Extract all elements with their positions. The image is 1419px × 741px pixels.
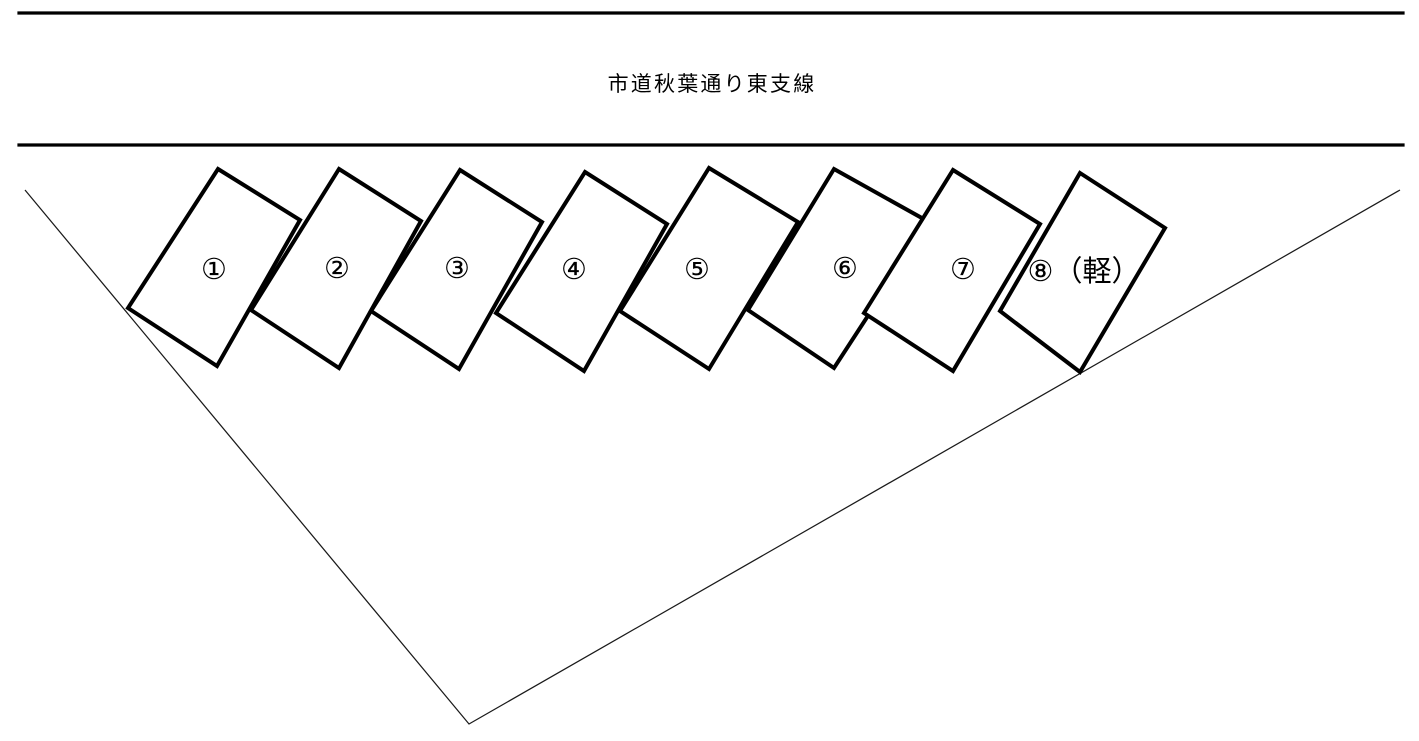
parking-stall-1[interactable] (125, 166, 303, 369)
parking-stall-5[interactable] (617, 165, 801, 372)
stall-label-8: ⑧（軽） (1028, 254, 1141, 288)
parking-stall-4[interactable] (493, 169, 670, 374)
stall-label-6: ⑥ (832, 251, 858, 285)
parking-stall-2[interactable] (248, 166, 424, 371)
road-title: 市道秋葉通り東支線 (608, 72, 817, 96)
parking-stall-3[interactable] (368, 167, 545, 372)
stall-label-5: ⑤ (684, 252, 710, 286)
stall-label-2: ② (324, 251, 350, 285)
property-boundary-group (24, 189, 1401, 725)
parking-stall-6[interactable] (745, 166, 932, 371)
stall-label-1: ① (201, 252, 227, 286)
stall-label-7: ⑦ (950, 252, 976, 286)
site-boundary-line (24, 189, 1401, 725)
stall-label-3: ③ (444, 251, 470, 285)
road-group: 市道秋葉通り東支線 (17, 11, 1405, 147)
stall-labels-group: ① ② ③ ④ ⑤ ⑥ ⑦ ⑧（軽） (201, 251, 1141, 288)
parking-stall-8[interactable] (997, 170, 1168, 375)
parking-stall-7[interactable] (861, 167, 1043, 374)
parking-stalls-group (125, 165, 1168, 375)
stall-label-4: ④ (561, 252, 587, 286)
